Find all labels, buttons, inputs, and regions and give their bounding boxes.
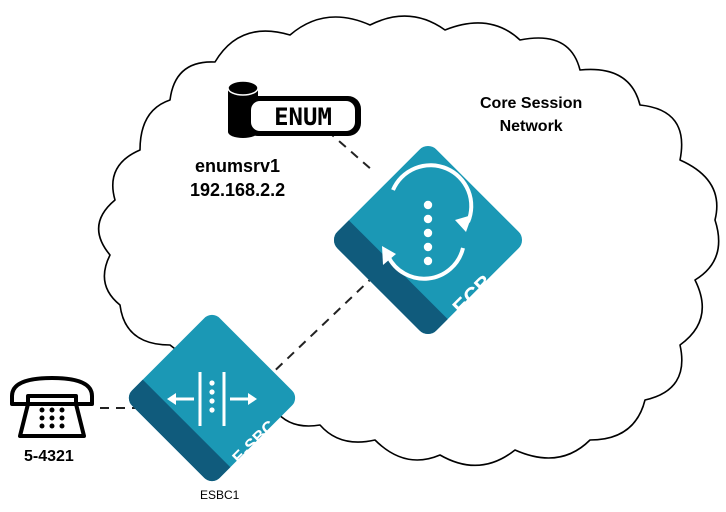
enum-database-icon: ENUM — [227, 80, 361, 138]
enum-hostname: enumsrv1 — [195, 156, 281, 176]
link-enum-ecb — [314, 119, 373, 171]
enum-server-label: enumsrv1 192.168.2.2 — [190, 154, 285, 202]
esbc-name-label: ESBC1 — [200, 488, 240, 502]
enum-badge-text: ENUM — [274, 103, 332, 131]
core-network-label-line2: Network — [499, 118, 563, 135]
phone-number-label: 5-4321 — [24, 448, 74, 465]
esbc-device — [124, 310, 300, 486]
ecb-sync-icon — [382, 163, 474, 281]
core-network-label: Core Session Network — [480, 92, 582, 138]
telephone-icon — [10, 376, 94, 438]
esbc-border-icon — [167, 372, 257, 426]
ecb-device — [329, 141, 527, 339]
core-network-label-line1: Core Session — [480, 95, 583, 112]
enum-ip-address: 192.168.2.2 — [190, 180, 286, 200]
